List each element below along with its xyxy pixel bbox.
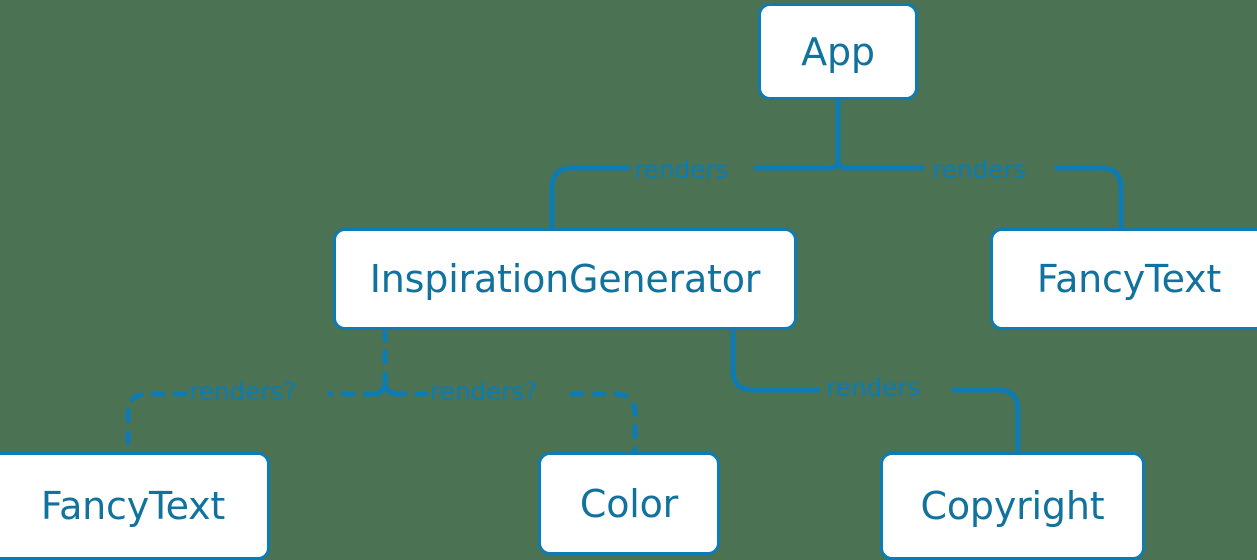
edge-label-renders-copyright: renders [826,373,921,402]
edge-inspiration-to-copyright [730,327,1021,458]
node-inspiration-generator[interactable]: InspirationGenerator [333,228,797,330]
node-fancytext-right[interactable]: FancyText [990,228,1257,330]
edge-app-to-inspiration [549,165,833,231]
node-color-label: Color [579,481,679,526]
edge-label-renders-fancytext: renders [932,155,1027,184]
node-copyright-label: Copyright [920,484,1105,528]
edge-app-stem [827,97,841,171]
edge-label-renders-inspiration: renders [634,155,729,184]
node-copyright[interactable]: Copyright [880,452,1145,560]
node-color[interactable]: Color [538,452,720,555]
node-app-label: App [801,29,875,74]
node-inspiration-generator-label: InspirationGenerator [369,257,761,301]
node-fancytext-bottom[interactable]: FancyText [0,452,270,560]
edge-inspiration-to-fancytext-bottom [125,391,378,458]
edge-label-renders-q-color: renders? [430,377,538,406]
node-fancytext-right-label: FancyText [1036,257,1222,301]
node-fancytext-bottom-label: FancyText [40,484,226,528]
edge-inspiration-to-color [392,391,638,458]
edge-app-to-fancytext [843,165,1124,231]
edge-label-renders-q-fancytext: renders? [189,377,297,406]
node-app[interactable]: App [758,3,918,100]
